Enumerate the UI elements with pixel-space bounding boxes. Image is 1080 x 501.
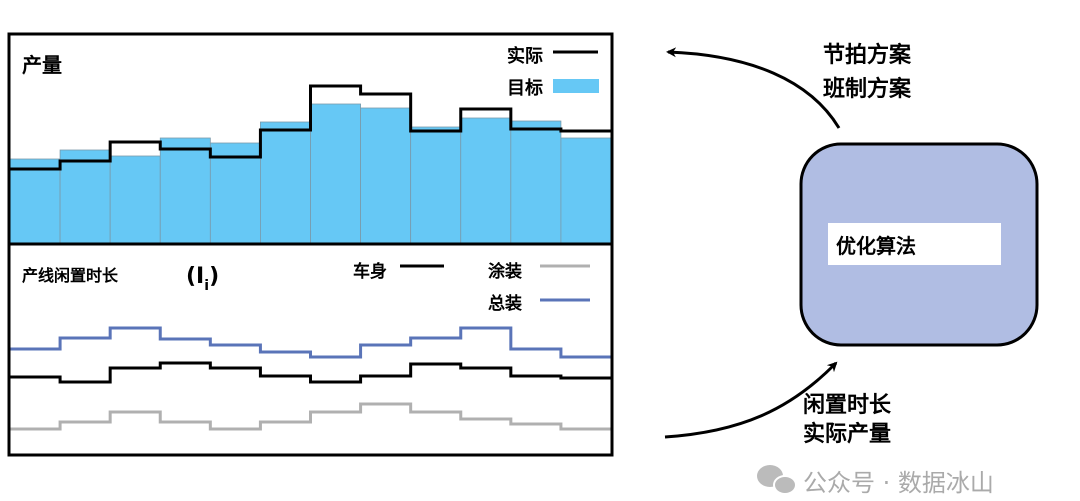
production-chart bbox=[9, 84, 612, 245]
legend-target-swatch bbox=[553, 79, 599, 93]
legend-target-label: 目标 bbox=[507, 77, 543, 99]
optimizer-label-bg bbox=[828, 223, 1001, 265]
idle-chart-title: 产线闲置时长 bbox=[22, 266, 119, 285]
idle-line-车身 bbox=[10, 361, 611, 384]
production-chart-title: 产量 bbox=[22, 53, 62, 77]
target-bar bbox=[159, 137, 211, 245]
input-label-output: 实际产量 bbox=[803, 421, 891, 447]
target-bar bbox=[260, 121, 311, 245]
output-label-shift: 班制方案 bbox=[823, 76, 912, 102]
input-label-idle: 闲置时长 bbox=[803, 393, 892, 418]
idle-line-涂装 bbox=[10, 402, 611, 431]
target-bar bbox=[209, 142, 261, 245]
input-arrow bbox=[664, 361, 838, 439]
idle-line-总装 bbox=[10, 326, 611, 359]
target-bar bbox=[560, 137, 612, 245]
target-bar bbox=[510, 120, 562, 245]
target-bar bbox=[410, 126, 462, 245]
idle-time-chart bbox=[10, 326, 611, 431]
target-bar bbox=[360, 107, 412, 245]
legend-paint-label: 涂装 bbox=[488, 261, 522, 282]
output-arrow bbox=[666, 47, 841, 129]
legend-assembly-label: 总装 bbox=[488, 293, 522, 314]
watermark: 公众号 · 数据冰山 bbox=[803, 469, 994, 497]
wechat-icon bbox=[757, 465, 797, 495]
output-label-takt: 节拍方案 bbox=[823, 42, 912, 68]
target-bar bbox=[310, 103, 361, 245]
optimizer-label: 优化算法 bbox=[836, 234, 916, 258]
target-bar bbox=[460, 117, 512, 245]
legend-body-label: 车身 bbox=[353, 261, 387, 282]
idle-symbol: (Ii) bbox=[186, 264, 219, 294]
target-bar bbox=[59, 149, 111, 245]
target-bar bbox=[109, 155, 161, 245]
target-bar bbox=[9, 158, 61, 245]
actual-step-line bbox=[10, 84, 611, 171]
legend-actual-label: 实际 bbox=[507, 45, 543, 67]
